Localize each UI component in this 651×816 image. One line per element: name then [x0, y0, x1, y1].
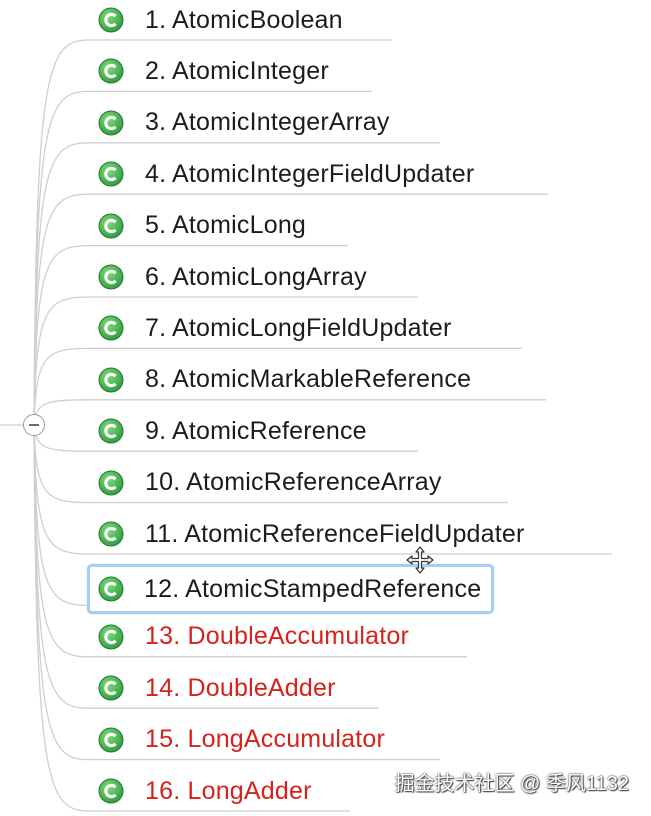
- class-c-icon: [98, 264, 124, 290]
- node-label: 16. LongAdder: [145, 776, 312, 805]
- branch-connector: [33, 424, 89, 607]
- mindmap-node[interactable]: 13. DoubleAccumulator: [88, 615, 409, 659]
- mindmap-node[interactable]: 15. LongAccumulator: [88, 718, 385, 762]
- class-c-icon: [98, 58, 124, 84]
- class-c-icon: [98, 315, 124, 341]
- node-label: 6. AtomicLongArray: [145, 262, 367, 291]
- node-label: 5. AtomicLong: [145, 211, 307, 240]
- node-label: 1. AtomicBoolean: [145, 5, 343, 34]
- branch-connector: [33, 193, 89, 426]
- node-label: 13. DoubleAccumulator: [145, 622, 410, 651]
- branch-connector: [33, 142, 89, 426]
- watermark-text: 掘金技术社区 @ 季风1132: [394, 773, 629, 795]
- mindmap-node[interactable]: 9. AtomicReference: [88, 409, 367, 453]
- class-c-icon: [98, 470, 124, 496]
- class-c-icon: [98, 418, 124, 444]
- class-c-icon: [98, 675, 124, 701]
- collapse-toggle-minus-icon[interactable]: [23, 414, 45, 436]
- branch-connector: [33, 424, 89, 812]
- node-label: 15. LongAccumulator: [145, 725, 386, 754]
- branch-connector: [33, 424, 89, 504]
- class-c-icon: [98, 161, 124, 187]
- mindmap-node[interactable]: 11. AtomicReferenceFieldUpdater: [88, 512, 525, 556]
- class-c-icon: [98, 7, 124, 33]
- mindmap-node[interactable]: 5. AtomicLong: [88, 204, 306, 248]
- node-label: 14. DoubleAdder: [145, 673, 336, 702]
- class-c-icon: [98, 521, 124, 547]
- node-label: 4. AtomicIntegerFieldUpdater: [145, 159, 475, 188]
- mindmap-node[interactable]: 1. AtomicBoolean: [88, 0, 343, 42]
- class-c-icon: [98, 624, 124, 650]
- node-label: 7. AtomicLongFieldUpdater: [145, 313, 452, 342]
- class-c-icon: [98, 367, 124, 393]
- mindmap-node[interactable]: 10. AtomicReferenceArray: [88, 461, 442, 505]
- node-label: 11. AtomicReferenceFieldUpdater: [145, 519, 525, 548]
- node-label: 12. AtomicStampedReference: [144, 574, 482, 603]
- mindmap-node[interactable]: 2. AtomicInteger: [88, 49, 329, 93]
- branch-connector: [33, 244, 89, 426]
- class-c-icon: [98, 778, 124, 804]
- mindmap-node[interactable]: 6. AtomicLongArray: [88, 255, 367, 299]
- mindmap-node-selected[interactable]: 12. AtomicStampedReference: [87, 564, 495, 615]
- branch-connector: [33, 424, 89, 761]
- node-label: 8. AtomicMarkableReference: [145, 365, 472, 394]
- class-c-icon: [98, 576, 124, 602]
- mindmap-node[interactable]: 16. LongAdder: [88, 769, 312, 813]
- class-c-icon: [98, 213, 124, 239]
- branch-connector: [33, 424, 89, 658]
- node-label: 9. AtomicReference: [145, 416, 367, 445]
- class-c-icon: [98, 727, 124, 753]
- node-label: 10. AtomicReferenceArray: [145, 468, 442, 497]
- mindmap-node[interactable]: 7. AtomicLongFieldUpdater: [88, 306, 452, 350]
- mindmap-node[interactable]: 8. AtomicMarkableReference: [88, 358, 471, 402]
- mindmap-node[interactable]: 4. AtomicIntegerFieldUpdater: [88, 152, 474, 196]
- branch-connector: [33, 296, 89, 426]
- mindmap-node[interactable]: 14. DoubleAdder: [88, 666, 336, 710]
- branch-connector: [33, 90, 89, 426]
- node-label: 3. AtomicIntegerArray: [145, 108, 390, 137]
- branch-connector: [33, 424, 89, 709]
- class-c-icon: [98, 110, 124, 136]
- node-label: 2. AtomicInteger: [145, 56, 329, 85]
- move-cursor-icon: [406, 546, 434, 574]
- mindmap-node[interactable]: 3. AtomicIntegerArray: [88, 101, 390, 145]
- branch-connector: [33, 347, 89, 426]
